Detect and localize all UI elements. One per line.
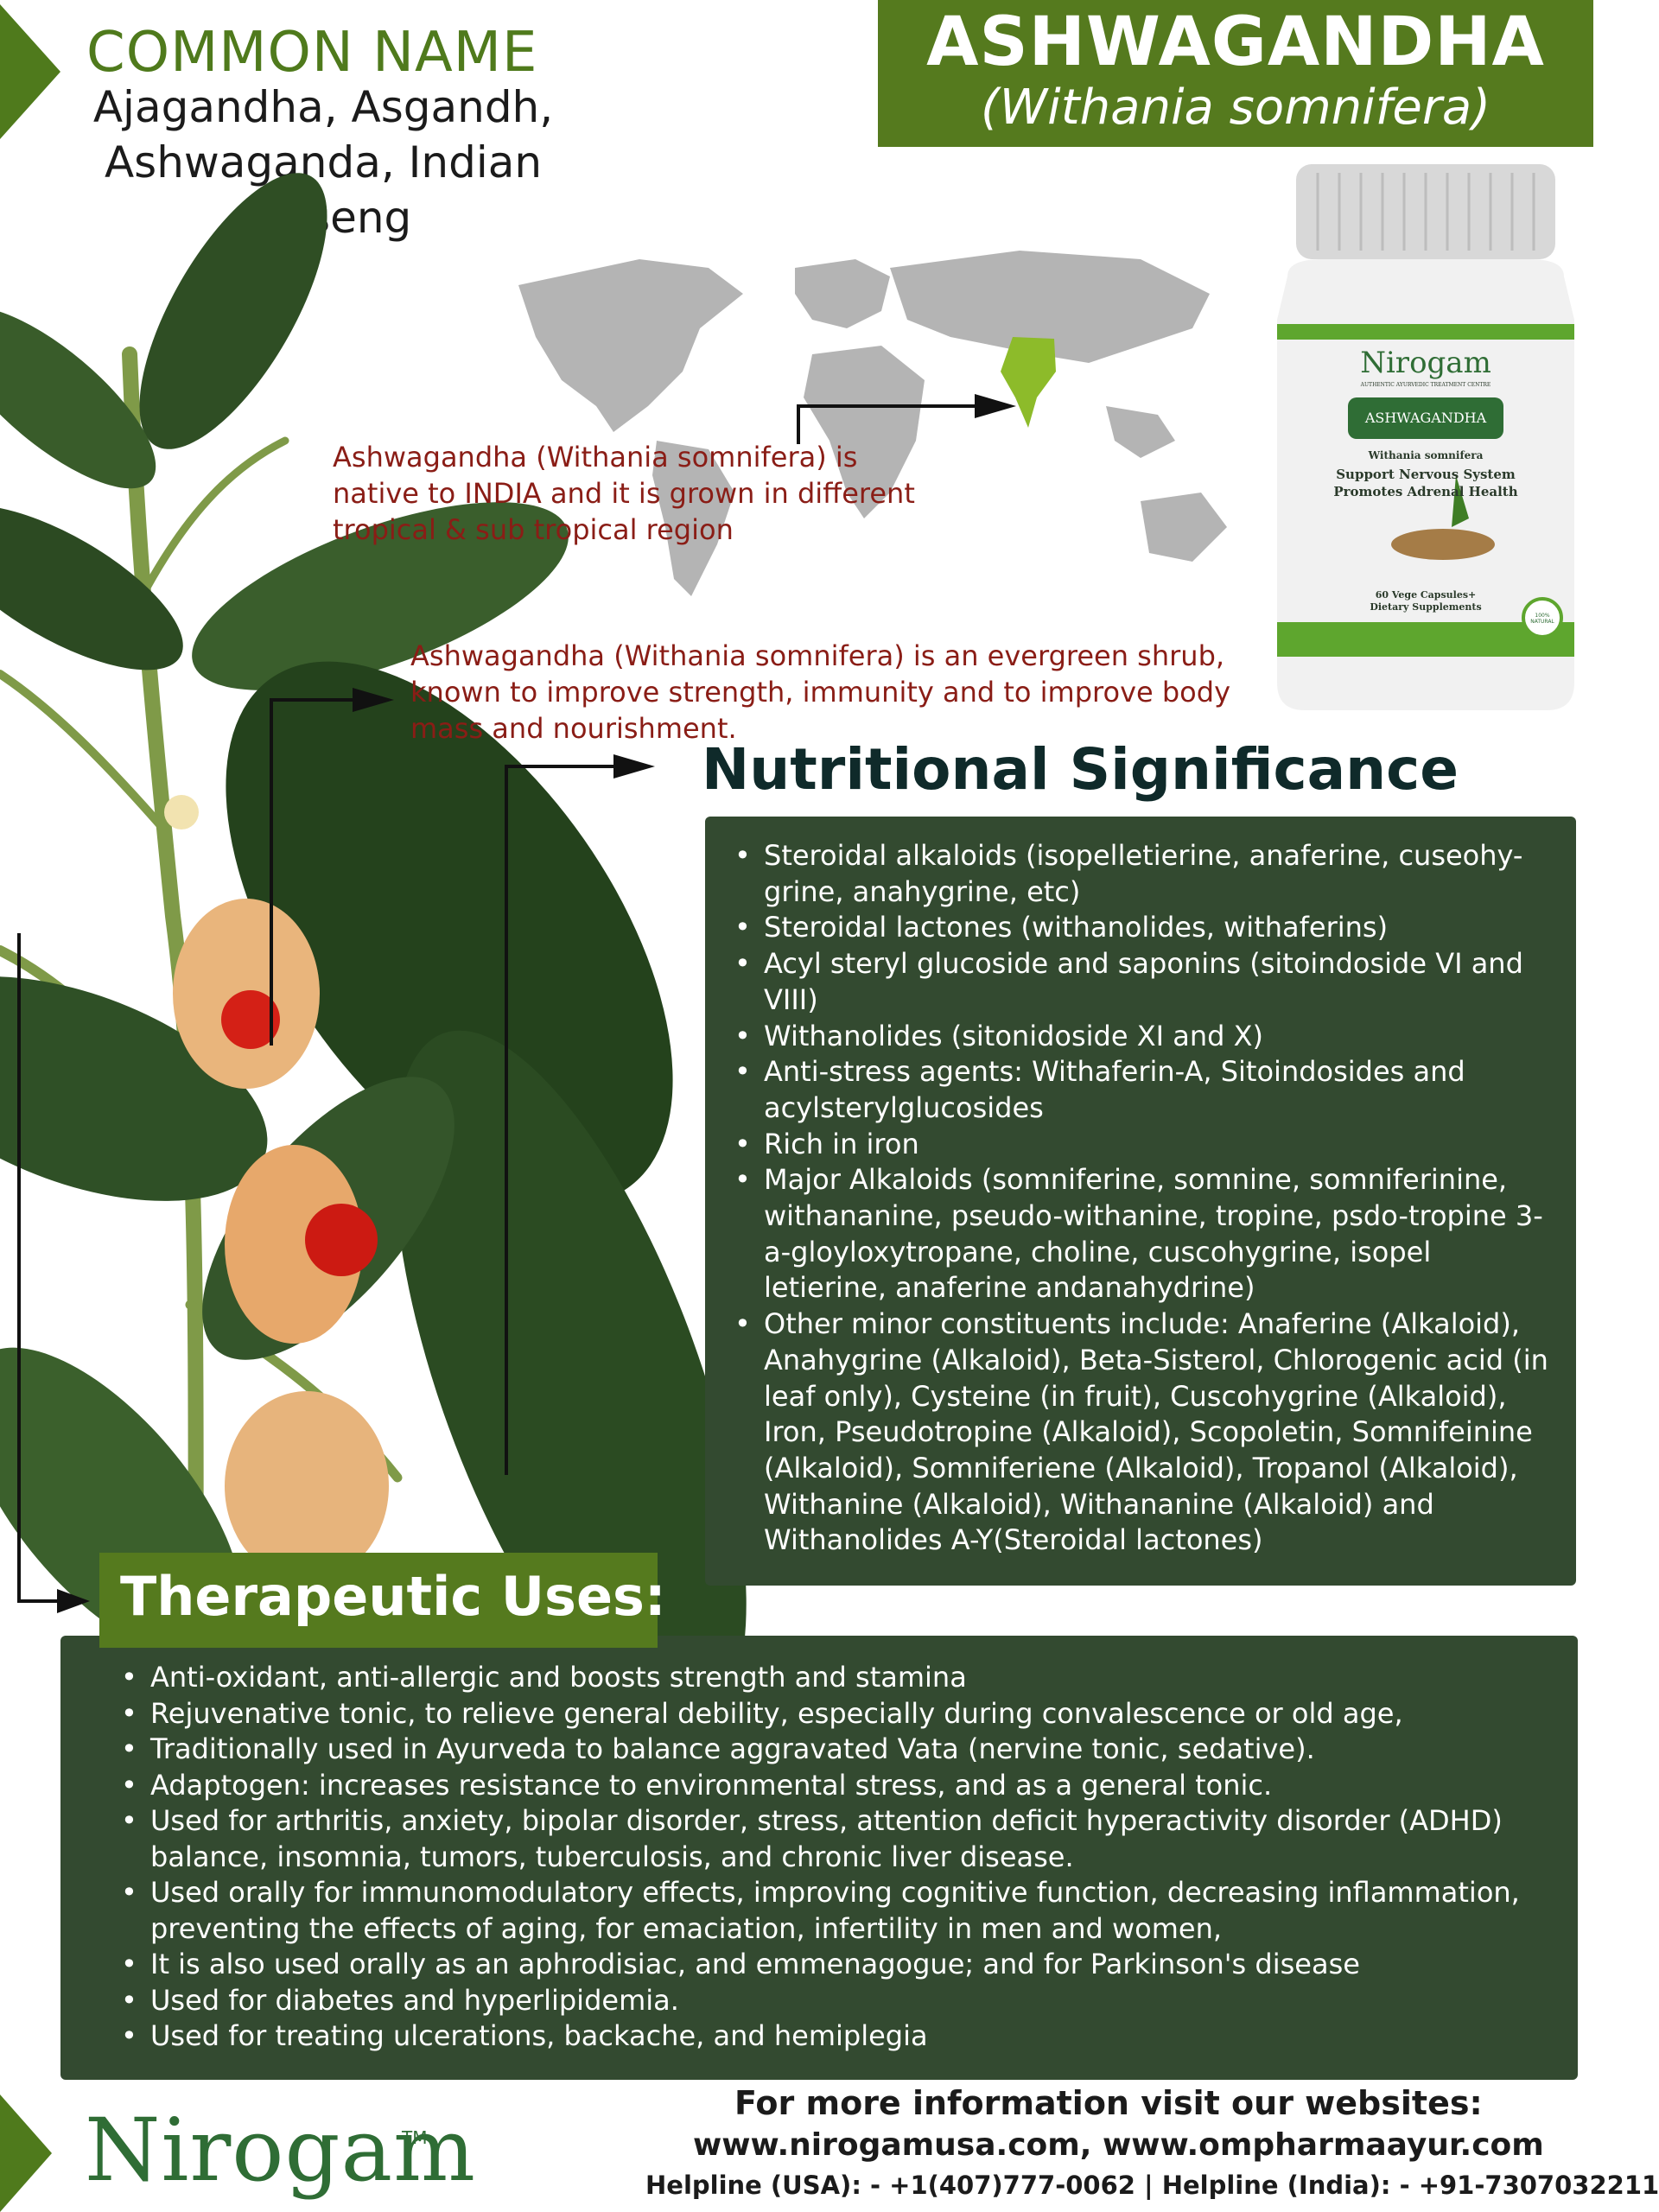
callout-shrub: Ashwagandha (Withania somnifera) is an e… (410, 639, 1230, 745)
nutritional-panel: Steroidal alkaloids (isopelletierine, an… (705, 817, 1576, 1586)
bottle-label-name: ASHWAGANDHA (1364, 410, 1487, 426)
world-map (518, 251, 1227, 596)
connector-shrub-arrowhead (353, 688, 394, 712)
product-bottle: Nirogam AUTHENTIC AYURVEDIC TREATMENT CE… (1270, 164, 1581, 717)
nutritional-item: Other minor constituents include: Anafer… (734, 1306, 1557, 1559)
therapeutic-item: Used for arthritis, anxiety, bipolar dis… (121, 1803, 1552, 1875)
bottle-sci-name: Withania somnifera (1368, 449, 1484, 461)
india-highlight (1001, 337, 1056, 428)
therapeutic-item: Used for treating ulcerations, backache,… (121, 2018, 1552, 2055)
scientific-name: (Withania somnifera) (980, 79, 1491, 136)
connector-native-horizontal (797, 404, 978, 408)
bottle-type: Dietary Supplements (1370, 601, 1482, 613)
nutritional-item: Anti-stress agents: Withaferin-A, Sitoin… (734, 1054, 1557, 1126)
footer-arrow-decoration (0, 2094, 52, 2212)
nirogam-logo: Nirogam (85, 2100, 476, 2201)
connector-therapeutic-arrowhead (57, 1589, 90, 1613)
common-name-heading: COMMON NAME (86, 21, 538, 85)
plant-illustration (0, 173, 747, 1857)
nutritional-list: Steroidal alkaloids (isopelletierine, an… (734, 838, 1557, 1559)
title-banner: ASHWAGANDHA (Withania somnifera) (878, 0, 1593, 147)
bottle-brand: Nirogam (1360, 346, 1491, 380)
therapeutic-item: Used for diabetes and hyperlipidemia. (121, 1983, 1552, 2019)
nutritional-item: Withanolides (sitonidoside XI and X) (734, 1019, 1557, 1055)
connector-nutritional-vertical (505, 766, 508, 1475)
therapeutic-list: Anti-oxidant, anti-allergic and boosts s… (121, 1660, 1552, 2055)
connector-therapeutic-vertical (17, 933, 21, 1603)
nutritional-item: Rich in iron (734, 1127, 1557, 1163)
connector-nutritional-horizontal (505, 765, 617, 768)
bottle-claim-1: Support Nervous System (1336, 467, 1516, 482)
therapeutic-item: Rejuvenative tonic, to relieve general d… (121, 1696, 1552, 1732)
logo-trademark: TM (402, 2127, 428, 2148)
footer-heading: For more information visit our websites: (734, 2084, 1483, 2122)
bottle-claim-2: Promotes Adrenal Health (1333, 484, 1518, 499)
nutritional-item: Steroidal lactones (withanolides, withaf… (734, 910, 1557, 946)
bottle-seal: 100% NATURAL (1530, 613, 1554, 625)
callout-native: Ashwagandha (Withania somnifera) is nati… (333, 441, 915, 546)
nutritional-item: Steroidal alkaloids (isopelletierine, an… (734, 838, 1557, 910)
footer-helpline: Helpline (USA): - +1(407)777-0062 | Help… (645, 2171, 1659, 2200)
bottle-count: 60 Vege Capsules+ (1375, 589, 1477, 601)
therapeutic-panel: Anti-oxidant, anti-allergic and boosts s… (60, 1636, 1578, 2080)
main-title: ASHWAGANDHA (926, 3, 1545, 81)
connector-nutritional-arrowhead (613, 754, 655, 779)
plant-berries (164, 795, 389, 1581)
therapeutic-title: Therapeutic Uses: (120, 1565, 666, 1628)
connector-native-vertical (797, 404, 800, 444)
therapeutic-item: It is also used orally as an aphrodisiac… (121, 1947, 1552, 1983)
therapeutic-item: Used orally for immunomodulatory effects… (121, 1875, 1552, 1947)
connector-shrub-horizontal (270, 698, 356, 702)
therapeutic-title-banner: Therapeutic Uses: (99, 1553, 666, 1648)
bottle-brand-tagline: AUTHENTIC AYURVEDIC TREATMENT CENTRE (1360, 382, 1491, 388)
nutritional-title: Nutritional Significance (702, 736, 1459, 803)
therapeutic-item: Traditionally used in Ayurveda to balanc… (121, 1732, 1552, 1768)
therapeutic-item: Anti-oxidant, anti-allergic and boosts s… (121, 1660, 1552, 1696)
connector-native-arrowhead (975, 394, 1016, 418)
nutritional-item: Acyl steryl glucoside and saponins (sito… (734, 946, 1557, 1018)
therapeutic-item: Adaptogen: increases resistance to envir… (121, 1768, 1552, 1804)
connector-therapeutic-horizontal (17, 1599, 60, 1603)
nutritional-item: Major Alkaloids (somniferine, somnine, s… (734, 1162, 1557, 1306)
infographic-page: COMMON NAME Ajagandha, Asgandh, Ashwagan… (0, 0, 1593, 2212)
common-names-line-1: Ajagandha, Asgandh, (92, 82, 554, 132)
bottle-shape (1277, 164, 1574, 710)
corner-arrow-decoration (0, 4, 60, 139)
connector-shrub-vertical (270, 700, 273, 1046)
footer-websites[interactable]: www.nirogamusa.com, www.ompharmaayur.com (693, 2127, 1544, 2163)
